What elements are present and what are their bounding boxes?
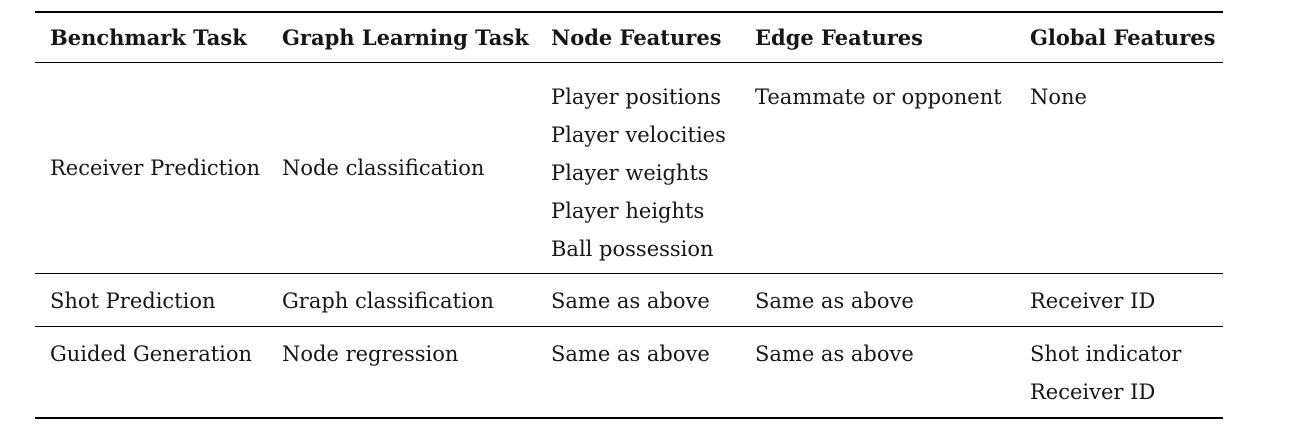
cell-line: Same as above — [755, 289, 914, 313]
cell-line: Graph classification — [282, 289, 494, 313]
cell-line: Node classification — [282, 156, 485, 180]
benchmark-tasks-table: Benchmark Task Graph Learning Task Node … — [35, 11, 1223, 419]
cell-benchmark-task: Shot Prediction — [35, 274, 282, 327]
cell-edge-features: Same as above — [755, 274, 1030, 327]
cell-line: Receiver Prediction — [50, 156, 260, 180]
cell-line: Teammate or opponent — [755, 85, 1002, 109]
cell-line: None — [1030, 85, 1087, 109]
header-cell-global-features: Global Features — [1030, 25, 1216, 50]
table-row-receiver-prediction: Receiver Prediction Node classification … — [35, 63, 1223, 274]
cell-line: Ball possession — [551, 237, 714, 261]
cell-benchmark-task: Guided Generation — [35, 327, 282, 419]
cell-line: Receiver ID — [1030, 289, 1156, 313]
cell-line: Player weights — [551, 161, 709, 185]
table-row-guided-generation: Guided Generation Node regression Same a… — [35, 327, 1223, 419]
cell-global-features: Receiver ID — [1030, 274, 1223, 327]
cell-line: Shot Prediction — [50, 289, 216, 313]
cell-line: Player heights — [551, 199, 705, 223]
cell-global-features: Shot indicator Receiver ID — [1030, 327, 1223, 419]
table-header-row: Benchmark Task Graph Learning Task Node … — [35, 12, 1223, 63]
cell-line: Same as above — [551, 342, 710, 366]
cell-node-features: Player positions Player velocities Playe… — [551, 63, 755, 274]
cell-line: Receiver ID — [1030, 380, 1156, 404]
cell-line: Same as above — [755, 342, 914, 366]
cell-line: Shot indicator — [1030, 342, 1182, 366]
header-cell-graph-learning-task: Graph Learning Task — [282, 25, 529, 50]
cell-line: Node regression — [282, 342, 459, 366]
cell-node-features: Same as above — [551, 274, 755, 327]
cell-benchmark-task: Receiver Prediction — [35, 63, 282, 274]
cell-line: Player velocities — [551, 123, 726, 147]
cell-edge-features: Teammate or opponent — [755, 63, 1030, 274]
cell-graph-learning-task: Graph classification — [282, 274, 551, 327]
cell-graph-learning-task: Node classification — [282, 63, 551, 274]
cell-edge-features: Same as above — [755, 327, 1030, 419]
cell-line: Guided Generation — [50, 342, 253, 366]
cell-graph-learning-task: Node regression — [282, 327, 551, 419]
cell-line: Player positions — [551, 85, 722, 109]
header-cell-node-features: Node Features — [551, 25, 722, 50]
cell-global-features: None — [1030, 63, 1223, 274]
cell-node-features: Same as above — [551, 327, 755, 419]
cell-line: Same as above — [551, 289, 710, 313]
header-cell-edge-features: Edge Features — [755, 25, 923, 50]
header-cell-benchmark-task: Benchmark Task — [50, 25, 247, 50]
table-row-shot-prediction: Shot Prediction Graph classification Sam… — [35, 274, 1223, 327]
